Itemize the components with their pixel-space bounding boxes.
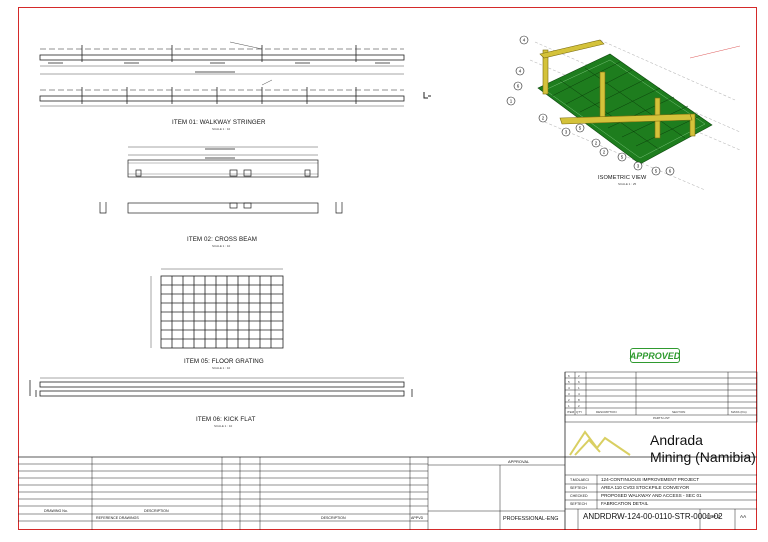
company-name: Andrada Mining (Namibia) [650,432,756,466]
parts-header-qty: QTY [576,410,583,414]
company-name-line1: Andrada [650,432,703,448]
parts-header-item: ITEM [567,410,575,414]
role-label-1: T.MOLAECI [570,478,589,482]
balloon-2c: 2 [603,150,606,155]
ref-description-label: DESCRIPTION [144,509,169,513]
parts-row-item: 5 [568,380,570,384]
parts-row-item: 2 [568,398,570,402]
parts-row-item: 6 [568,374,570,378]
item01-scale: SCALE 1 : 10 [212,127,231,131]
company-name-line2: Mining (Namibia) [650,449,756,465]
project-line-4: FABRICATION DETAIL [601,501,649,506]
reference-drawings-label: REFERENCE DRAWINGS [96,516,139,520]
balloon-2b: 2 [595,141,598,146]
item06-title: ITEM 06: KICK FLAT [196,416,256,423]
sheet-number: 2 OF 2 [706,514,721,519]
revision-code: AA [740,514,747,519]
balloon-1: 1 [510,99,513,104]
project-line-3: PROPOSED WALKWAY AND ACCESS - SEC 01 [601,493,702,498]
balloon-4: 4 [523,38,526,43]
parts-row-qty: 1 [578,386,580,390]
parts-header-section: SECTION [672,410,686,414]
item02-title: ITEM 02: CROSS BEAM [187,236,257,243]
role-label-2: SEFTECH [570,486,587,490]
parts-row-qty: 2 [578,404,580,408]
revision-approved-label: APPVD [411,516,424,520]
isometric-title: ISOMETRIC VIEW [598,175,647,181]
balloon-5: 5 [579,126,582,131]
professional-eng: PROFESSIONAL-ENG [503,516,559,522]
item05-scale: SCALE 1 : 10 [212,366,231,370]
parts-row-qty: 4 [578,392,580,396]
balloon-3b: 3 [637,164,640,169]
item01-title: ITEM 01: WALKWAY STRINGER [172,119,266,126]
parts-header-mass: MASS (KG) [731,410,747,414]
parts-row-item: 3 [568,392,570,396]
project-line-2: AREA 110 CV03 STOCKPILE CONVEYOR [601,485,690,490]
drawing-sheet [18,7,757,530]
approved-stamp: APPROVED [630,348,680,363]
project-line-1: 124-CONTINUOUS IMPROVEMENT PROJECT [601,477,700,482]
balloon-2: 2 [542,116,545,121]
parts-row-item: 1 [568,404,570,408]
parts-list-footer: PARTS LIST [653,416,670,420]
title-block-lines [18,371,758,530]
drawing-number: ANDRDRW-124-00-0110-STR-0001-02 [583,512,723,521]
parts-row-qty: 8 [578,398,580,402]
revision-description-label: DESCRIPTION [321,516,346,520]
item05-title: ITEM 05: FLOOR GRATING [184,358,264,365]
balloon-3: 3 [565,130,568,135]
role-label-3: CHECKED [570,494,588,498]
balloon-5c: 5 [655,169,658,174]
parts-header-description: DESCRIPTION [596,410,617,414]
andrada-logo-mark [569,430,631,456]
approval-header: APPROVAL [508,459,530,464]
parts-row-qty: 6 [578,380,580,384]
item06-scale: SCALE 1 : 10 [214,424,233,428]
item02-scale: SCALE 1 : 10 [212,244,231,248]
isometric-walkway [529,39,741,191]
parts-row-qty: 2 [578,374,580,378]
balloon-6b: 6 [669,169,672,174]
floor-grating-grid [150,268,284,349]
ref-drawing-number-label: DRAWING No. [44,509,68,513]
parts-row-item: 4 [568,386,570,390]
role-label-4: SEFTECH [570,502,587,506]
balloon-5b: 5 [621,155,624,160]
balloon-6: 6 [517,84,520,89]
isometric-scale: SCALE 1 : 25 [618,182,637,186]
balloon-4b: 4 [519,69,522,74]
